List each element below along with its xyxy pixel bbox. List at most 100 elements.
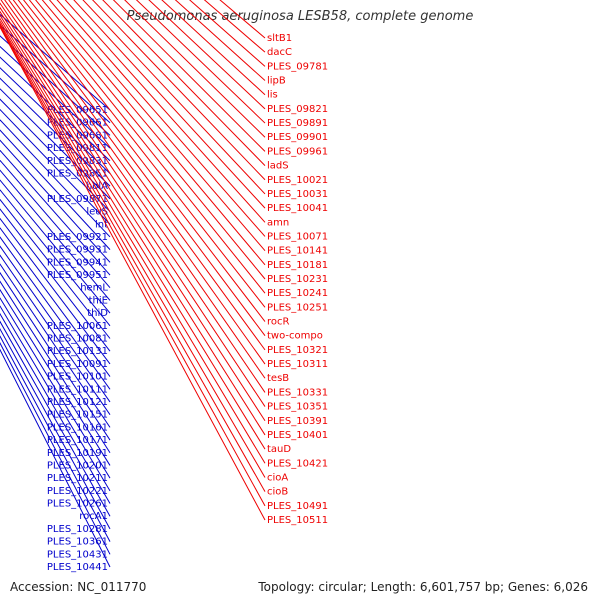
right-gene-label-26: PLES_10351 [267,402,328,413]
left-gene-label-31: PLES_10261 [47,499,108,510]
right-gene-label-11: PLES_10031 [267,189,328,200]
right-gene-label-12: PLES_10041 [267,203,328,214]
left-gene-label-15: thiE [89,295,108,306]
left-gene-label-21: PLES_10101 [47,372,108,383]
right-leader-22 [8,0,266,351]
left-gene-label-29: PLES_10211 [47,473,108,484]
right-gene-label-17: PLES_10231 [267,274,328,285]
left-gene-label-12: PLES_09941 [47,257,108,268]
left-leader-36 [0,348,111,568]
left-leader-33 [0,327,111,530]
left-gene-labels: PLES_09651PLES_09661PLES_09681PLES_09811… [0,13,111,573]
right-gene-label-31: cioA [267,472,288,483]
right-leader-33 [0,25,266,507]
right-gene-label-24: tesB [267,373,289,384]
right-gene-label-19: PLES_10251 [267,302,328,313]
right-gene-label-0: sltB1 [267,33,292,44]
right-leader-25 [0,2,266,393]
accession-label: Accession: NC_011770 [10,580,147,594]
right-leader-2 [189,0,266,67]
right-gene-label-32: cioB [267,487,288,498]
topology-label: Topology: circular; Length: 6,601,757 bp… [258,580,588,594]
left-gene-label-16: thiD [87,308,108,319]
right-gene-label-23: PLES_10311 [267,359,328,370]
right-leader-17 [35,0,266,280]
right-leader-15 [48,0,266,251]
left-leader-28 [0,288,111,466]
right-gene-label-9: ladS [267,161,289,172]
right-gene-label-18: PLES_10241 [267,288,328,299]
left-gene-label-14: hemL [80,283,108,294]
right-gene-label-7: PLES_09901 [267,132,328,143]
right-leader-26 [0,6,266,407]
right-gene-label-33: PLES_10491 [267,501,328,512]
right-leader-16 [41,0,266,266]
left-gene-label-36: PLES_10441 [47,562,108,573]
left-leader-31 [0,312,111,504]
right-gene-label-6: PLES_09891 [267,118,328,129]
right-gene-label-2: PLES_09781 [267,61,328,72]
left-leader-24 [0,254,111,415]
left-gene-label-18: PLES_10081 [47,334,108,345]
right-leader-23 [4,0,266,365]
left-leader-21 [0,227,111,377]
right-gene-labels: sltB1dacCPLES_09781lipBlisPLES_09821PLES… [0,0,328,526]
right-gene-label-34: PLES_10511 [267,515,328,526]
right-gene-label-28: PLES_10401 [267,430,328,441]
right-leader-34 [0,26,266,521]
right-gene-label-5: PLES_09821 [267,104,328,115]
left-leader-22 [0,236,111,390]
left-leader-25 [0,263,111,428]
right-leader-30 [0,20,266,464]
left-leader-23 [0,245,111,403]
right-gene-label-3: lipB [267,76,286,87]
left-gene-label-9: lnt [95,219,108,230]
right-gene-label-13: amn [267,217,289,228]
left-gene-label-26: PLES_10171 [47,435,108,446]
left-gene-label-19: PLES_10131 [47,346,108,357]
right-gene-label-30: PLES_10421 [267,458,328,469]
left-gene-label-2: PLES_09681 [47,130,108,141]
left-gene-label-13: PLES_09951 [47,270,108,281]
left-gene-label-6: holA [86,181,108,192]
right-leader-12 [73,0,266,209]
right-gene-label-29: tauD [267,444,291,455]
right-leader-18 [28,0,266,294]
right-gene-label-1: dacC [267,47,292,58]
right-gene-label-10: PLES_10021 [267,175,328,186]
left-leader-34 [0,335,111,542]
right-leader-13 [64,0,266,223]
left-leader-30 [0,305,111,492]
right-gene-label-20: rocR [267,317,290,328]
right-leader-24 [0,0,266,379]
left-gene-label-8: leuS [86,207,108,218]
right-gene-label-25: PLES_10331 [267,387,328,398]
right-leader-19 [23,0,266,308]
right-leader-20 [17,0,266,322]
left-leader-32 [0,320,111,517]
right-leader-21 [12,0,266,337]
right-leader-29 [0,17,266,450]
left-gene-label-24: PLES_10151 [47,410,108,421]
left-leader-26 [0,271,111,441]
left-leader-29 [0,297,111,479]
right-gene-label-21: two-compo [267,331,323,342]
right-gene-label-15: PLES_10141 [267,246,328,257]
right-gene-label-16: PLES_10181 [267,260,328,271]
left-leader-27 [0,280,111,454]
right-leader-10 [92,0,266,181]
right-leader-28 [0,14,266,436]
right-leader-31 [0,22,266,478]
right-gene-label-8: PLES_09961 [267,146,328,157]
left-gene-label-28: PLES_10201 [47,460,108,471]
left-gene-label-0: PLES_09651 [47,105,108,116]
left-gene-label-3: PLES_09811 [47,143,108,154]
right-gene-label-14: PLES_10071 [267,231,328,242]
left-gene-label-20: PLES_10091 [47,359,108,370]
left-gene-label-5: PLES_09851 [47,168,108,179]
right-leader-11 [82,0,266,195]
left-gene-label-7: PLES_09871 [47,194,108,205]
right-gene-label-22: PLES_10321 [267,345,328,356]
left-gene-label-32: rocA1 [79,511,108,522]
